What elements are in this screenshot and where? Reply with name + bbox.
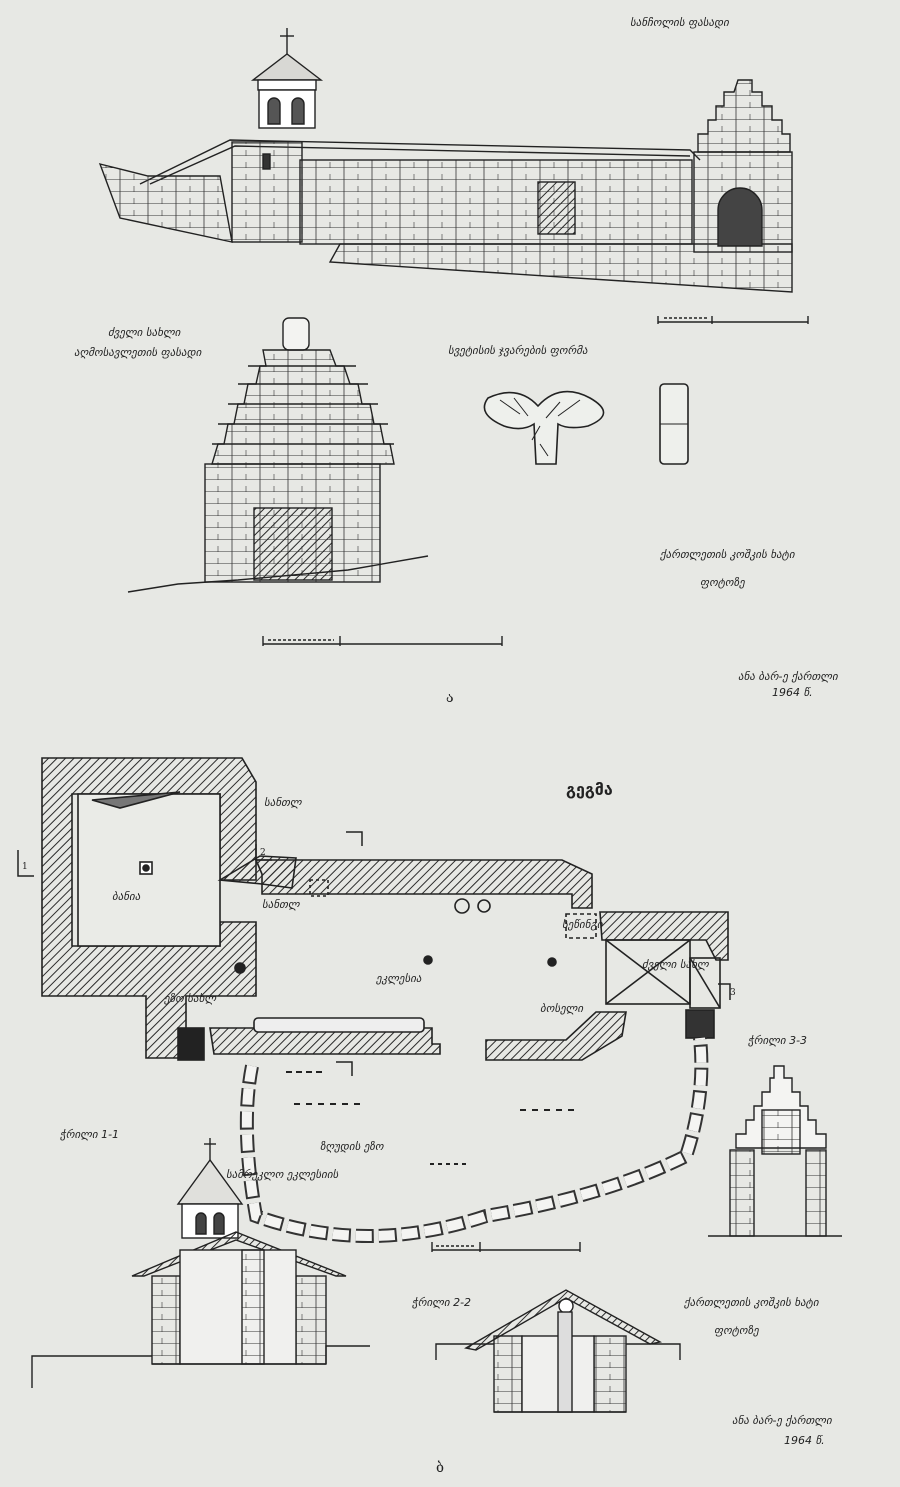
stone-cross-drawing (483, 383, 689, 465)
sheet-a-caption-1: ქართლეთის კოშკის ხატი (660, 548, 795, 561)
section-2-2-drawing (435, 1289, 681, 1413)
sheet-b-author: ანა ბარ-ე ქართლი (732, 1414, 832, 1427)
sheet-b-caption-1: ქართლეთის კოშკის ხატი (684, 1296, 819, 1309)
niche-label: სანთლ (262, 898, 300, 911)
room-label-7: სეწინგი (562, 918, 603, 931)
sheet-b-year: 1964 წ. (784, 1434, 825, 1447)
room-label-5: ბოსელი (540, 1002, 584, 1015)
room-label-6: ეზო სახლ (164, 992, 217, 1005)
sheet-a-caption-2: ფოტოზე (700, 576, 745, 589)
cross-title: სვეტისის ჯვარების ფორმა (448, 344, 588, 357)
section-2-2-label: ჭრილი 2-2 (412, 1296, 472, 1309)
cut-mark-2: 2 (260, 848, 266, 858)
room-label-4: ეკლესია (376, 972, 422, 985)
tower-title-line-1: ძველი სახლი (108, 326, 181, 339)
section-3-3-drawing (708, 1065, 842, 1237)
sheet-b-caption-2: ფოტოზე (714, 1324, 759, 1337)
floor-plan-drawing (41, 757, 729, 1061)
bell-tower-label: სამრეკლო ეკლესიის (226, 1168, 339, 1181)
sheet-a-year: 1964 წ. (772, 686, 813, 699)
sheet-b-letter: ბ (436, 1460, 444, 1476)
section-1-1-drawing (31, 1138, 370, 1388)
room-label-1: ბანია (112, 890, 141, 903)
cut-mark-3: 3 (730, 988, 736, 998)
cut-mark-1: 1 (22, 862, 28, 872)
east-facade-tower-drawing (127, 317, 429, 593)
section-1-1-label: ჭრილი 1-1 (60, 1128, 120, 1141)
sheet-a-author: ანა ბარ-ე ქართლი (738, 670, 838, 683)
yard-label: ზღუდის ეზო (320, 1140, 384, 1153)
plan-title: გეგმა (566, 780, 613, 799)
section-3-3-label: ჭრილი 3-3 (748, 1034, 808, 1047)
tower-title-line-2: აღმოსავლეთის ფასადი (74, 346, 202, 359)
south-facade-drawing (98, 28, 793, 293)
south-facade-title: სანჩოლის ფასადი (630, 16, 729, 29)
room-label-3: ძველი სახლ (642, 958, 709, 971)
plan-scale-bar (431, 1242, 581, 1252)
plan-dashes (286, 1071, 580, 1165)
room-label-2: სანთლ (264, 796, 302, 809)
tower-scale-bar (262, 636, 503, 646)
yard-stone-fence (239, 1037, 709, 1243)
sheet-a-letter: ა (446, 690, 454, 706)
facade-scale-bar (657, 316, 809, 324)
section-markers (17, 831, 731, 1076)
